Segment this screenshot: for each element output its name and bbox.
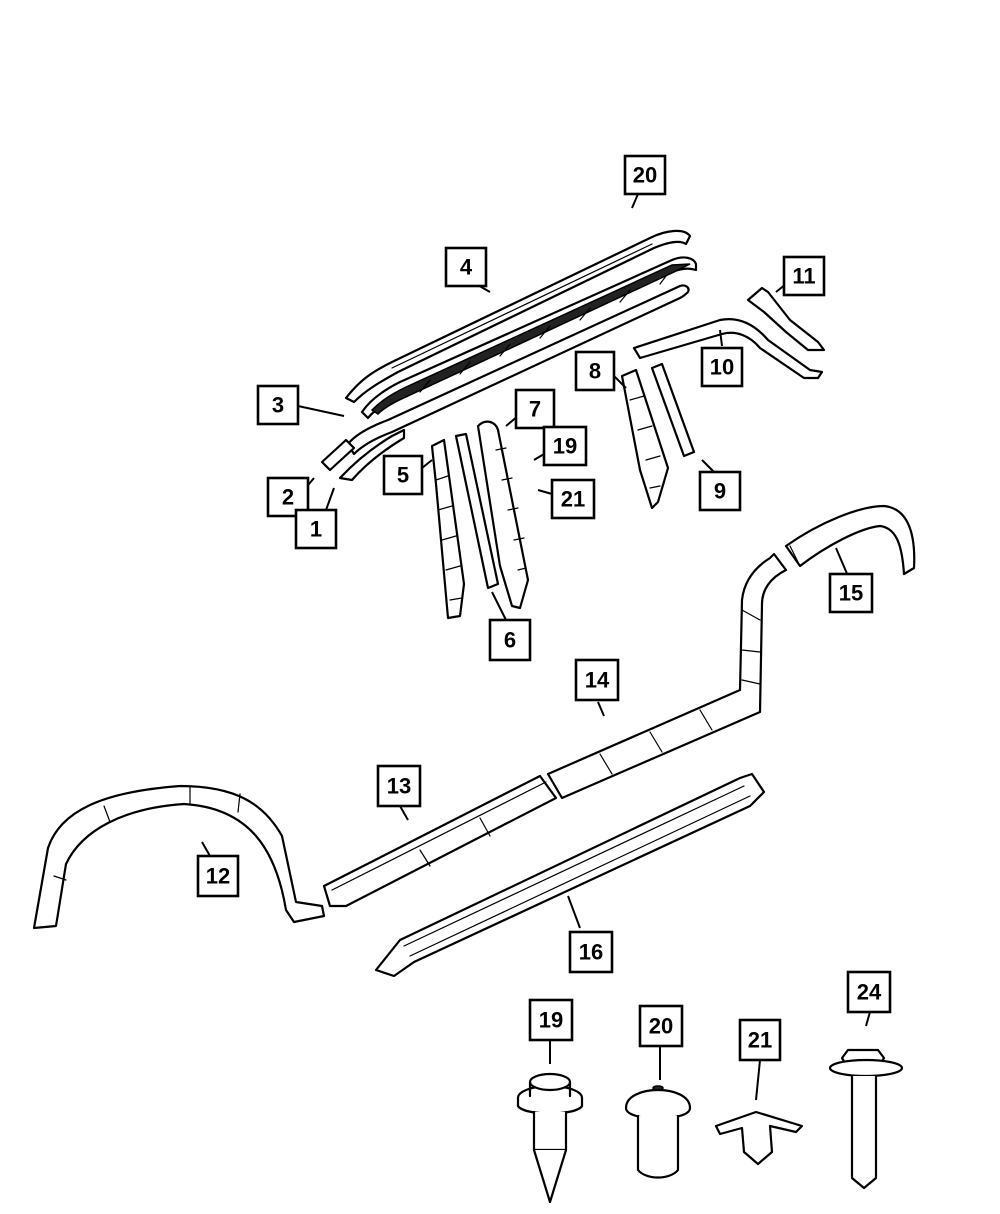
part-6-seal bbox=[454, 432, 500, 590]
fastener-19-push-pin bbox=[516, 1072, 584, 1204]
leader-lines bbox=[201, 193, 871, 1101]
callout-4-label: 4 bbox=[460, 255, 473, 280]
part-13-door-molding bbox=[322, 774, 558, 908]
callout-21-bottom: 21 bbox=[738, 1018, 782, 1062]
callout-19-mid: 19 bbox=[542, 425, 588, 467]
callout-7: 7 bbox=[514, 388, 556, 430]
callout-15-label: 15 bbox=[839, 581, 863, 606]
callout-20-top-label: 20 bbox=[633, 163, 657, 188]
callout-6: 6 bbox=[488, 618, 532, 662]
callout-24: 24 bbox=[846, 970, 892, 1014]
part-5-b-pillar bbox=[430, 438, 466, 620]
callout-8-label: 8 bbox=[589, 359, 601, 384]
part-10-belt-molding bbox=[632, 318, 824, 380]
callout-10: 10 bbox=[700, 346, 744, 388]
callout-11-label: 11 bbox=[792, 264, 815, 289]
callout-24-label: 24 bbox=[857, 980, 882, 1005]
part-16-rocker-molding bbox=[374, 772, 766, 978]
callout-14: 14 bbox=[574, 658, 620, 702]
callout-6-label: 6 bbox=[504, 628, 516, 653]
callout-2-label: 2 bbox=[282, 485, 294, 510]
callout-19-bottom-label: 19 bbox=[539, 1008, 563, 1033]
part-12-front-flare bbox=[32, 784, 326, 930]
part-4-roof-rail-cover bbox=[344, 229, 692, 404]
callout-8: 8 bbox=[574, 350, 616, 392]
part-7-c-pillar bbox=[476, 420, 530, 610]
callout-2: 2 bbox=[266, 476, 310, 518]
part-3-drip-molding bbox=[346, 284, 690, 456]
callout-20-bottom-label: 20 bbox=[649, 1014, 673, 1039]
fastener-21-clip bbox=[714, 1110, 804, 1166]
callout-16: 16 bbox=[568, 930, 614, 974]
callout-3-label: 3 bbox=[272, 393, 284, 418]
callout-20-top: 20 bbox=[623, 154, 667, 196]
callout-5: 5 bbox=[382, 454, 424, 496]
fastener-24-bolt bbox=[828, 1048, 904, 1190]
callout-13-label: 13 bbox=[387, 774, 411, 799]
callout-1-label: 1 bbox=[310, 517, 322, 542]
roof-rail-base bbox=[360, 256, 698, 420]
callout-5-label: 5 bbox=[397, 463, 409, 488]
callout-21-mid: 21 bbox=[550, 478, 596, 520]
callout-20-bottom: 20 bbox=[638, 1004, 684, 1048]
callout-10-label: 10 bbox=[710, 355, 734, 380]
fastener-20-rivet bbox=[624, 1085, 692, 1179]
callout-12-label: 12 bbox=[206, 864, 230, 889]
callout-13: 13 bbox=[376, 764, 422, 808]
callout-12: 12 bbox=[196, 854, 240, 898]
part-11-corner-piece bbox=[746, 286, 826, 352]
callout-1: 1 bbox=[294, 508, 338, 550]
callout-9: 9 bbox=[698, 470, 742, 512]
callout-19-bottom: 19 bbox=[528, 998, 574, 1042]
callout-11: 11 bbox=[782, 255, 826, 297]
part-2-clip bbox=[320, 438, 356, 472]
callout-19-mid-label: 19 bbox=[553, 434, 577, 459]
callout-14-label: 14 bbox=[585, 668, 610, 693]
callout-7-label: 7 bbox=[529, 397, 541, 422]
part-8-quarter-applique bbox=[620, 368, 670, 510]
part-9-quarter-seal bbox=[650, 362, 696, 458]
callout-9-label: 9 bbox=[714, 479, 726, 504]
callout-3: 3 bbox=[256, 384, 300, 426]
part-1-front-molding bbox=[338, 428, 406, 482]
part-15-rear-flare bbox=[784, 504, 916, 576]
callout-21-mid-label: 21 bbox=[561, 487, 585, 512]
callout-21-bottom-label: 21 bbox=[748, 1028, 772, 1053]
part-14-quarter-molding bbox=[546, 552, 788, 800]
callout-4: 4 bbox=[444, 246, 488, 288]
callout-15: 15 bbox=[828, 572, 874, 614]
callout-16-label: 16 bbox=[579, 940, 603, 965]
